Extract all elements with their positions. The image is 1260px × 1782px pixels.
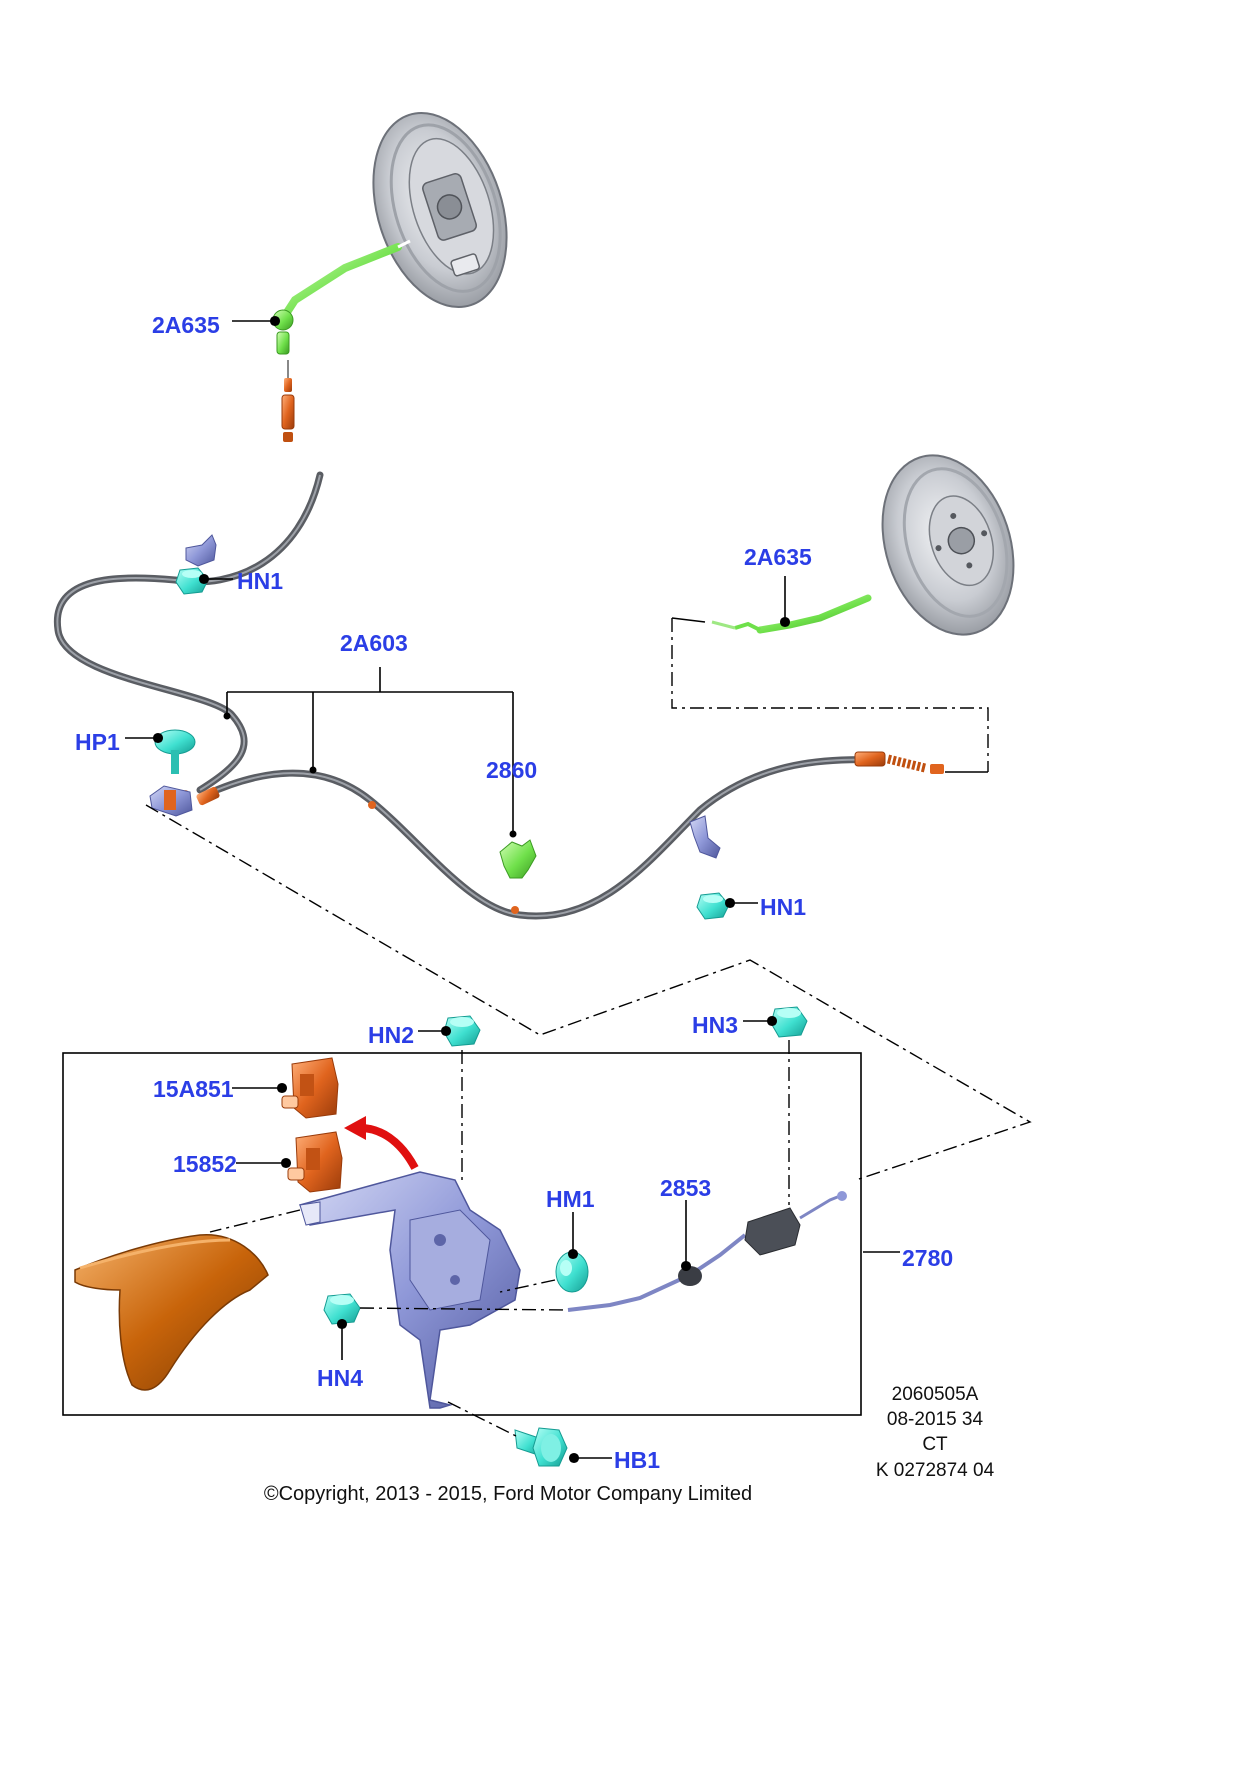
cable-equalizer-icon — [744, 1191, 847, 1256]
lever-grip-icon — [74, 1234, 269, 1391]
callout-HB1: HB1 — [614, 1447, 660, 1473]
warning-switch-icon — [281, 1057, 339, 1119]
callout-2A603: 2A603 — [340, 630, 408, 656]
cable-retainer-2860 — [499, 839, 537, 879]
left-cable-end-2A635 — [272, 239, 411, 355]
callout-15A851: 15A851 — [153, 1076, 234, 1102]
callout-2853: 2853 — [660, 1175, 711, 1201]
reference-block: 2060505A 08-2015 34 CT K 0272874 04 — [876, 1384, 995, 1481]
leader-line — [671, 617, 706, 623]
cable-clip-icon — [689, 815, 721, 859]
warning-switch-icon — [287, 1131, 343, 1193]
right-cable-end-2A635 — [711, 594, 872, 634]
callout-HN4: HN4 — [317, 1365, 363, 1391]
cable-clip-icon — [185, 534, 217, 567]
callout-HM1: HM1 — [546, 1186, 595, 1212]
flange-nut-icon — [323, 1293, 361, 1325]
flange-nut-icon — [443, 1015, 481, 1047]
callout-HN2: HN2 — [368, 1022, 414, 1048]
callout-2780: 2780 — [902, 1245, 953, 1271]
copyright-text: ©Copyright, 2013 - 2015, Ford Motor Comp… — [264, 1483, 752, 1505]
callout-2A635-left: 2A635 — [152, 312, 220, 338]
brake-drum-icon — [881, 454, 1015, 636]
reference-line-3: CT — [922, 1434, 948, 1455]
right-rear-cable — [201, 756, 884, 920]
leader-2A603 — [226, 667, 514, 834]
callout-15852: 15852 — [173, 1151, 237, 1177]
reference-line-1: 2060505A — [892, 1384, 979, 1405]
front-cable — [567, 1233, 747, 1312]
callout-HN1-upper: HN1 — [237, 568, 283, 594]
callout-2860: 2860 — [486, 757, 537, 783]
callout-HN1-lower: HN1 — [760, 894, 806, 920]
phantom-line-right — [671, 618, 989, 772]
phantom-line-grip — [209, 1209, 301, 1233]
reference-line-4: K 0272874 04 — [876, 1460, 995, 1481]
flange-nut-icon — [696, 892, 730, 920]
flange-nut-icon — [770, 1006, 808, 1038]
callout-2A635-right: 2A635 — [744, 544, 812, 570]
flange-nut-icon — [175, 567, 209, 595]
callout-HP1: HP1 — [75, 729, 120, 755]
left-rear-cable-highlight — [56, 474, 321, 791]
push-pin-icon — [154, 729, 196, 774]
right-cable-orange-end — [854, 751, 944, 774]
bolt-icon — [514, 1427, 568, 1467]
reference-line-2: 08-2015 34 — [887, 1409, 984, 1430]
right-rear-cable-highlight — [204, 758, 881, 918]
phantom-line-hn4 — [359, 1307, 569, 1311]
curved-arrow-icon — [344, 1116, 419, 1170]
phantom-line-hp1 — [145, 804, 1032, 1181]
cable-guide-bracket — [149, 785, 193, 817]
brake-backplate-icon — [372, 111, 508, 309]
phantom-line-hm1 — [499, 1279, 556, 1293]
cable-grommet-icon — [678, 1266, 702, 1286]
parking-brake-lever-icon — [298, 1171, 521, 1409]
flange-nut-icon — [555, 1251, 589, 1293]
assembly-frame — [62, 1052, 862, 1416]
left-cable-orange-end — [281, 360, 295, 442]
phantom-line-hb1 — [447, 1401, 521, 1439]
cable-marker — [511, 906, 519, 914]
callout-HN3: HN3 — [692, 1012, 738, 1038]
cable-marker — [368, 801, 376, 809]
